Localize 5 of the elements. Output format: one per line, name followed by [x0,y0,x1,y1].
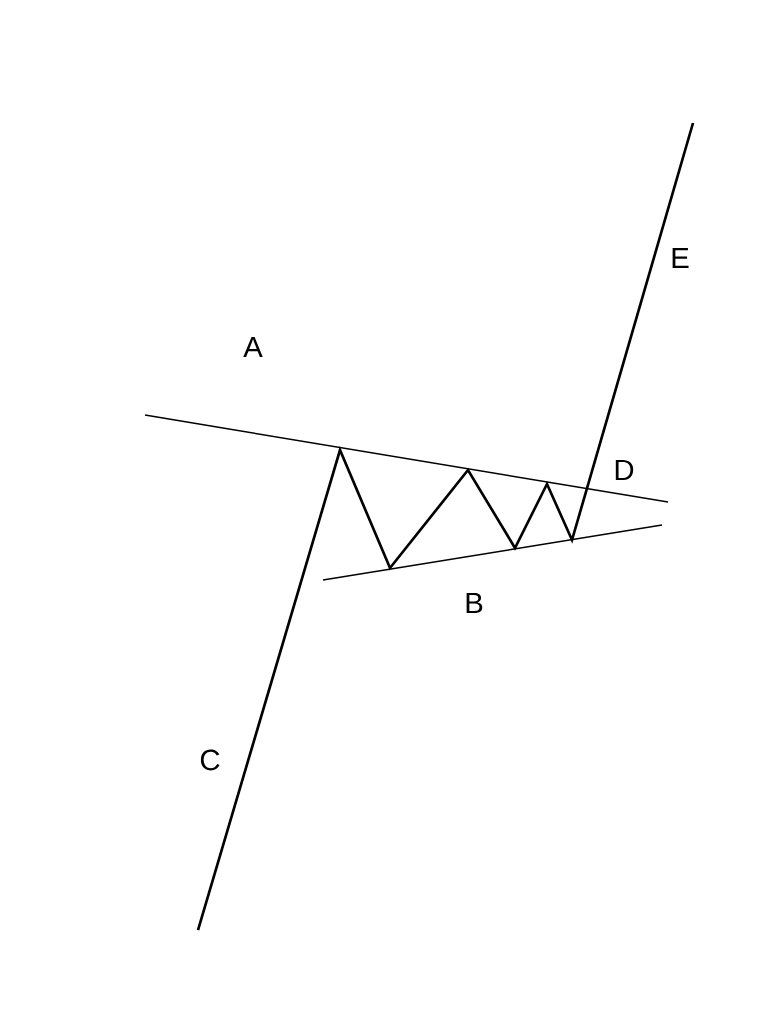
letter-label: A [243,336,263,358]
letter-label: C [200,749,220,771]
letter-label: B [466,592,483,614]
letter-label: D [615,459,634,481]
letter-label: E [672,247,689,269]
